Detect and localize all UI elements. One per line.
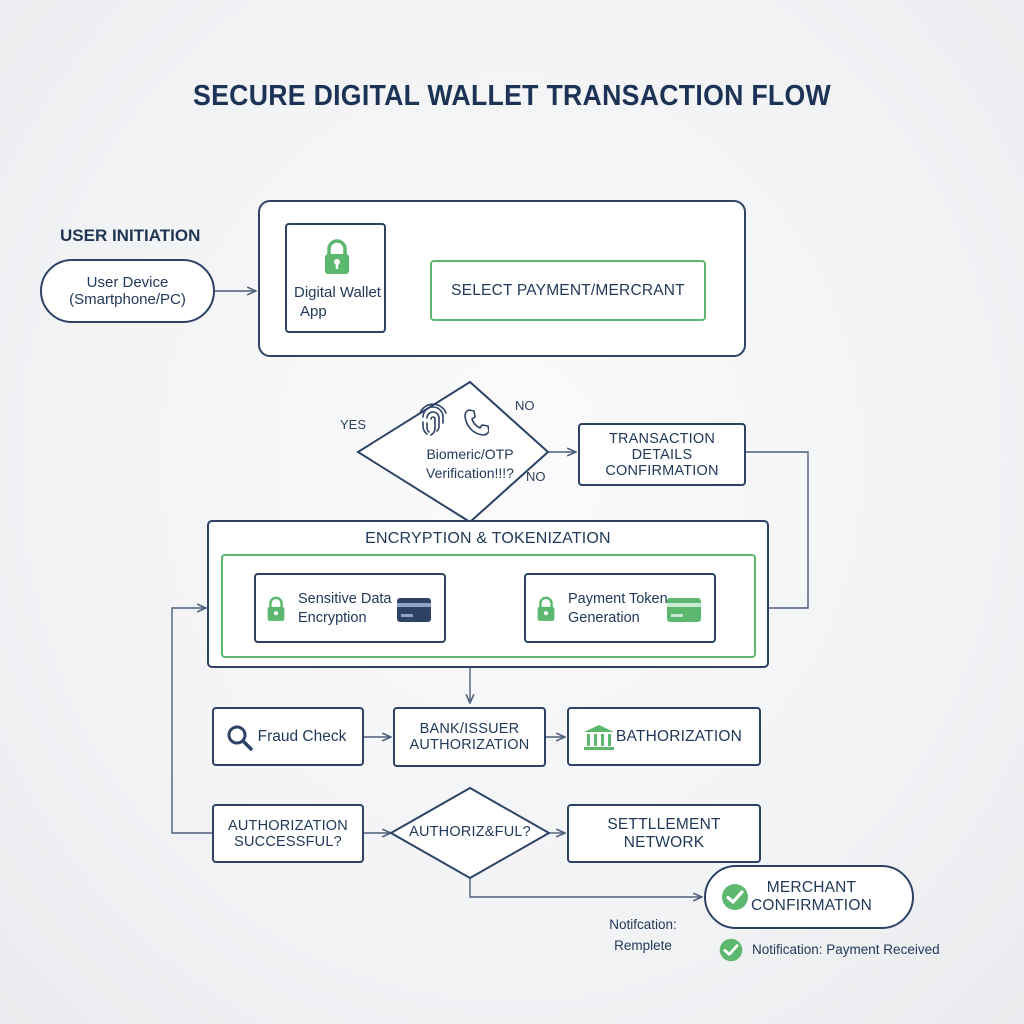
authorization-successful-label: AUTHORIZATION [228, 817, 348, 834]
lock-icon [267, 596, 285, 621]
payment-token-sub-label: Generation [568, 610, 640, 626]
fingerprint-icon [419, 403, 447, 436]
bathorization-label: BATHORIZATION [615, 727, 743, 745]
transaction-details-label: TRANSACTION DETAILS [608, 430, 716, 463]
authorization-successful-node[interactable]: AUTHORIZATION SUCCESSFUL? [212, 804, 364, 863]
select-payment-label: SELECT PAYMENT/MERCRANT [451, 281, 685, 299]
notification-complete-label: Notifcation: [609, 917, 677, 932]
merchant-confirmation-sub-label: CONFIRMATION [751, 897, 872, 914]
page-title: SECURE DIGITAL WALLET TRANSACTION FLOW [193, 80, 831, 112]
no-top-label: NO [515, 398, 535, 413]
user-device-label: User Device [86, 274, 169, 291]
transaction-details-sub-label: CONFIRMATION [605, 462, 719, 479]
search-icon [227, 725, 253, 751]
arrow-decision-to-merchant [469, 878, 702, 897]
payment-token-label: Payment Token [568, 591, 668, 607]
transaction-details-node[interactable]: TRANSACTION DETAILS CONFIRMATION [578, 423, 746, 486]
settlement-network-node[interactable]: SETTLLEMENT NETWORK [567, 804, 761, 863]
user-device-node[interactable]: User Device (Smartphone/PC) [40, 259, 215, 323]
fraud-check-label: Fraud Check [257, 727, 347, 745]
line-details-to-encryption [745, 451, 809, 609]
sensitive-data-node[interactable]: Sensitive Data Encryption [254, 573, 446, 643]
verification-label: Biomeric/OTP [426, 446, 514, 462]
notification-complete-sub-label: Remplete [614, 938, 672, 953]
authorization-decision-label: AUTHORIZ&FUL? [409, 824, 531, 840]
bank-issuer-label: BANK/ISSUER [419, 721, 520, 737]
check-circle-icon [719, 938, 743, 962]
credit-card-icon [397, 598, 431, 622]
authorization-successful-sub-label: SUCCESSFUL? [234, 833, 342, 850]
select-payment-node[interactable]: SELECT PAYMENT/MERCRANT [430, 260, 706, 321]
digital-wallet-node[interactable]: Digital Wallet App [285, 223, 386, 333]
lock-icon [537, 596, 555, 621]
check-circle-icon [722, 884, 748, 910]
lock-icon [325, 239, 349, 274]
encryption-title: ENCRYPTION & TOKENIZATION [365, 530, 611, 547]
merchant-confirmation-label: MERCHANT [766, 879, 857, 896]
yes-label: YES [340, 417, 367, 432]
authorization-diamond [388, 786, 552, 880]
payment-received-label: Notification: Payment Received [752, 942, 940, 957]
bank-issuer-sub-label: AUTHORIZATION [409, 737, 530, 753]
bank-issuer-node[interactable]: BANK/ISSUER AUTHORIZATION [393, 707, 546, 767]
bank-icon [584, 725, 614, 750]
digital-wallet-sub-label: App [300, 303, 327, 320]
bathorization-node[interactable]: BATHORIZATION [567, 707, 761, 766]
credit-card-icon [667, 598, 701, 622]
settlement-network-label: SETTLLEMENT NETWORK [607, 815, 721, 851]
payment-token-node[interactable]: Payment Token Generation [524, 573, 716, 643]
user-initiation-label: USER INITIATION [60, 226, 201, 245]
merchant-confirmation-node[interactable]: MERCHANT CONFIRMATION [704, 865, 914, 929]
sensitive-data-label: Sensitive Data [298, 591, 392, 607]
fraud-check-node[interactable]: Fraud Check [212, 707, 364, 766]
verification-sub-label: Verification!!!? [426, 465, 514, 481]
no-bottom-label: NO [526, 469, 546, 484]
digital-wallet-label: Digital Wallet [294, 284, 381, 301]
arrow-loop-to-encryption [171, 608, 212, 834]
sensitive-data-sub-label: Encryption [298, 610, 367, 626]
user-device-sub-label: (Smartphone/PC) [69, 291, 186, 308]
phone-icon [464, 409, 489, 436]
